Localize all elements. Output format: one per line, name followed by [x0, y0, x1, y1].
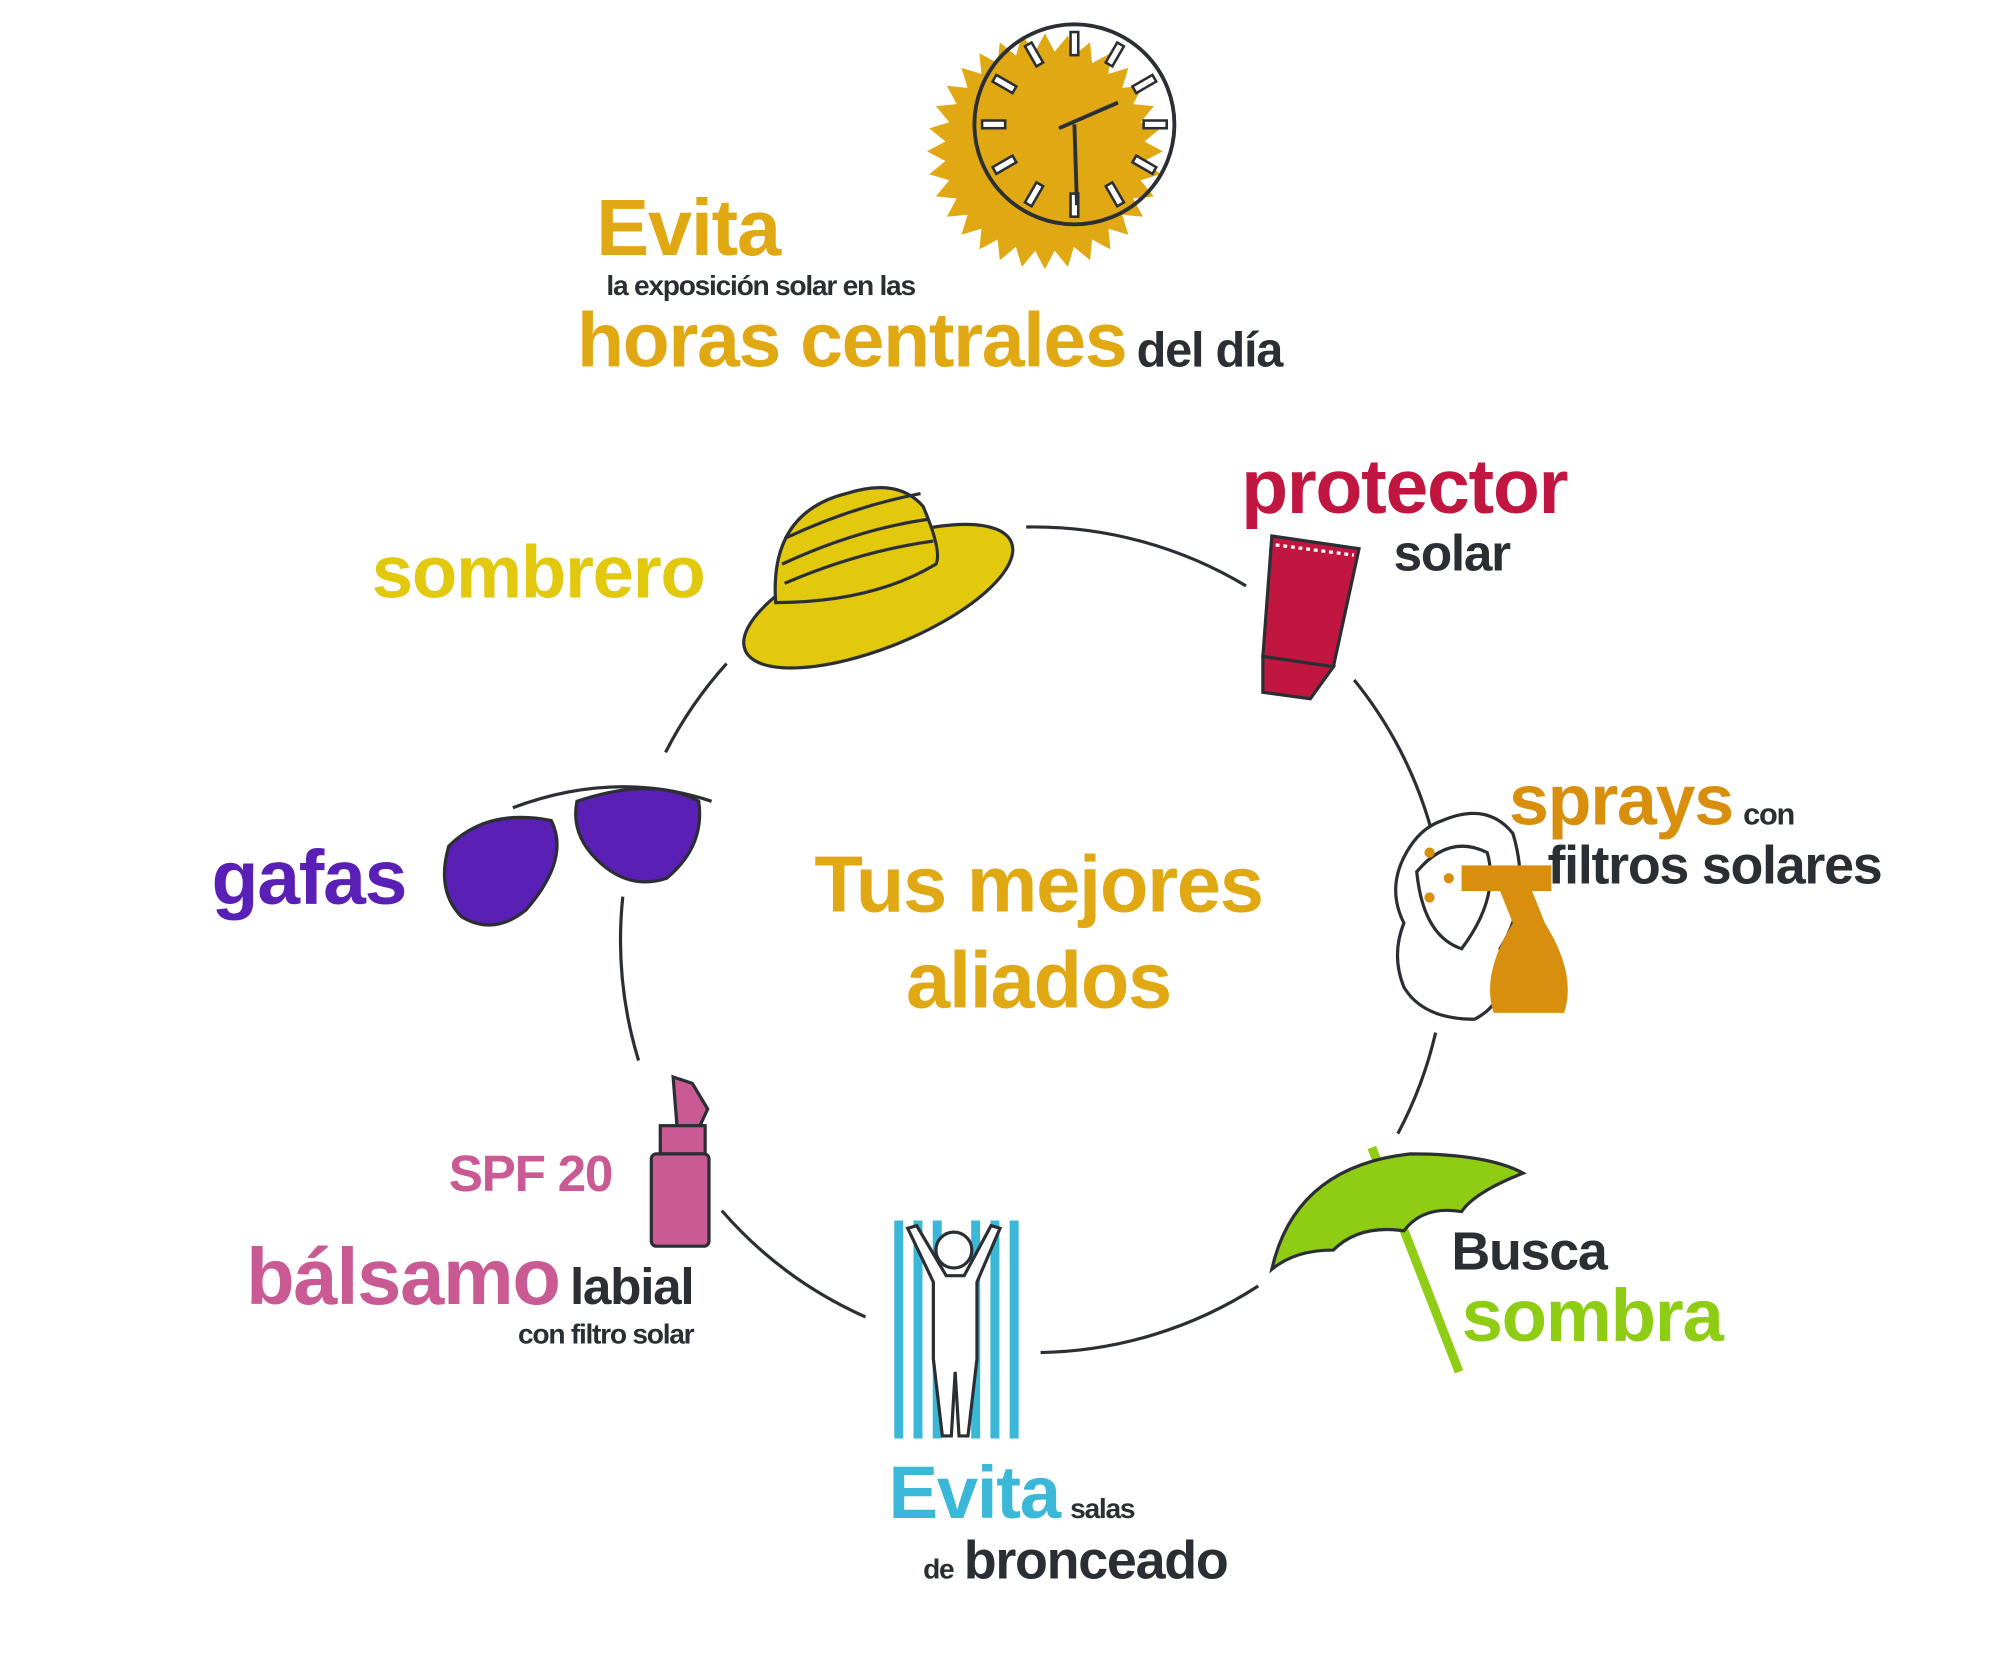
sunscreen-group: protector solar [1241, 443, 1568, 583]
center-title-line2: aliados [906, 937, 1172, 1026]
ring-arc [1352, 678, 1439, 855]
ring-arcs [618, 525, 1439, 1355]
tanning-salas: salas [1070, 1492, 1135, 1525]
hours-subtitle: la exposición solar en las [606, 269, 916, 302]
sprays-label: sprays [1509, 759, 1734, 840]
sunscreen-label: protector [1241, 443, 1568, 530]
clock-icon [926, 22, 1177, 270]
lipstick-icon [649, 1074, 711, 1248]
hours-central: horas centrales [576, 297, 1128, 384]
shade-busca: Busca [1451, 1220, 1607, 1281]
sprays-con: con [1743, 797, 1795, 833]
sunscreen-sublabel: solar [1393, 525, 1511, 583]
lipbalm-spf: SPF 20 [448, 1146, 614, 1203]
shade-group: Busca sombra [1451, 1220, 1724, 1358]
lipbalm-labial: labial [569, 1259, 695, 1316]
shade-sombra: sombra [1461, 1274, 1724, 1358]
clock-tick [980, 119, 1007, 130]
clock-tick [1069, 30, 1080, 57]
sprays-group: sprays con filtros solares [1509, 759, 1883, 895]
tanning-group: Evita salas de bronceado [888, 1451, 1229, 1590]
sunglasses-icon [442, 785, 713, 927]
hours-group: Evita la exposición solar en las horas c… [576, 184, 1284, 384]
sunscreen-tube-icon [1261, 534, 1361, 701]
ring-arc [720, 1209, 867, 1319]
hours-evita: Evita [596, 184, 781, 274]
clock-tick [1103, 40, 1126, 69]
ring-arc [1396, 1032, 1438, 1135]
ring-arc [618, 896, 641, 1061]
spray-head-icon [1394, 811, 1568, 1021]
clock-tick [990, 73, 1019, 95]
clock-tick [1130, 153, 1159, 176]
clock-tick [990, 153, 1019, 176]
ring-arc [1040, 1284, 1260, 1355]
clock-tick [1069, 192, 1080, 218]
tanning-evita: Evita [888, 1451, 1061, 1535]
center-title: Tus mejores aliados [0, 846, 2000, 1022]
sprays-sublabel: filtros solares [1547, 834, 1882, 895]
clock-tick [1023, 180, 1045, 208]
tanning-de: de [923, 1552, 955, 1585]
ring-arc [1026, 525, 1247, 588]
hat-icon [742, 486, 1015, 670]
center-title-line1: Tus mejores [814, 841, 1264, 930]
tanning-bronceado: bronceado [963, 1529, 1229, 1590]
tanning-bed-icon [894, 1220, 1019, 1439]
clock-tick [1103, 180, 1126, 208]
lipbalm-sublabel: con filtro solar [517, 1317, 695, 1351]
umbrella-icon [1269, 1145, 1527, 1374]
clock-tick [1130, 73, 1159, 95]
hours-del-dia: del día [1136, 324, 1284, 379]
lipbalm-label: bálsamo [246, 1233, 561, 1322]
lipbalm-group: bálsamo labial con filtro solar [246, 1233, 695, 1351]
glasses-label: gafas [211, 834, 408, 921]
hat-label: sombrero [371, 530, 706, 615]
clock-tick [1142, 119, 1168, 130]
ring-arc [664, 662, 728, 754]
clock-tick [1023, 40, 1045, 69]
